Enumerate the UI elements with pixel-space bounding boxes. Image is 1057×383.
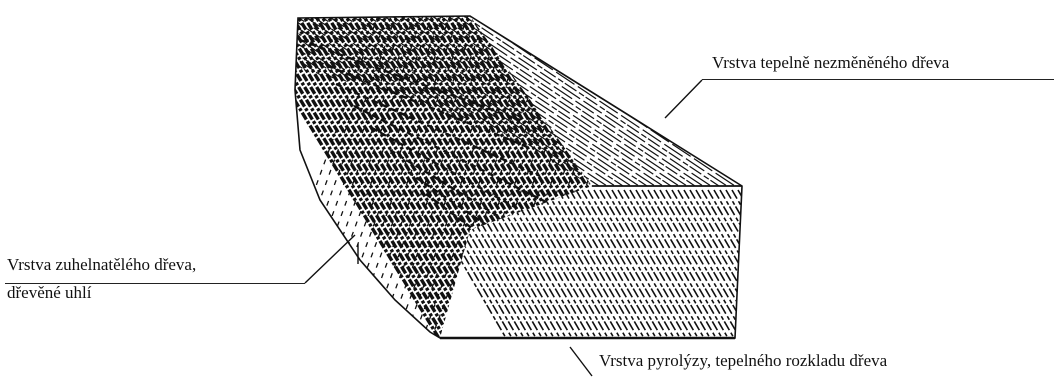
hatch-stroke — [570, 190, 660, 345]
hatch-stroke — [548, 10, 668, 340]
hatch-stroke — [702, 190, 792, 345]
hatch-stroke — [576, 0, 876, 200]
hatch-stroke — [624, 190, 714, 345]
hatch-stroke — [476, 10, 596, 340]
hatch-stroke — [552, 190, 642, 345]
hatch-stroke — [726, 190, 816, 345]
hatch-stroke — [608, 0, 908, 200]
hatch-stroke — [458, 10, 578, 340]
hatch-stroke — [642, 190, 732, 345]
hatch-stroke — [600, 0, 900, 200]
label-unchanged-wood-underline — [702, 79, 1054, 80]
hatch-stroke — [588, 190, 678, 345]
hatch-stroke — [636, 190, 726, 345]
hatch-stroke — [494, 10, 614, 340]
hatch-stroke — [354, 10, 554, 340]
hatch-stroke — [684, 190, 774, 345]
hatch-stroke — [516, 190, 606, 345]
hatch-stroke — [738, 190, 828, 345]
hatch-stroke — [648, 190, 738, 345]
hatch-stroke — [624, 0, 924, 200]
label-charred-wood-line2: dřevěné uhlí — [7, 284, 92, 301]
hatch-stroke — [768, 190, 858, 345]
hatch-stroke — [528, 190, 618, 345]
hatch-stroke — [592, 0, 892, 200]
hatch-stroke — [678, 190, 768, 345]
hatch-stroke — [276, 10, 476, 340]
hatch-stroke — [348, 10, 548, 340]
hatch-stroke — [792, 0, 1057, 200]
hatch-stroke — [534, 190, 624, 345]
hatch-stroke — [704, 0, 1004, 200]
hatch-stroke — [736, 0, 1036, 200]
hatch-stroke — [774, 190, 864, 345]
leader-line-unchanged-wood — [665, 80, 702, 118]
label-pyrolysis: Vrstva pyrolýzy, tepelného rozkladu dřev… — [599, 352, 887, 369]
hatch-stroke — [654, 190, 744, 345]
hatch-stroke — [784, 0, 1057, 200]
hatch-stroke — [666, 190, 756, 345]
hatch-stroke — [656, 0, 956, 200]
hatch-stroke — [324, 10, 524, 340]
hatch-stroke — [732, 190, 822, 345]
hatch-stroke — [594, 190, 684, 345]
hatch-stroke — [744, 0, 1044, 200]
hatch-stroke — [522, 190, 612, 345]
hatch-stroke — [618, 190, 708, 345]
hatch-stroke — [564, 190, 654, 345]
hatch-stroke — [712, 0, 1012, 200]
hatch-stroke — [600, 190, 690, 345]
hatch-stroke — [696, 0, 996, 200]
hatch-stroke — [756, 190, 846, 345]
hatch-stroke — [330, 10, 530, 340]
hatch-stroke — [708, 190, 798, 345]
leader-line-pyrolysis — [570, 347, 592, 376]
hatch-stroke — [584, 0, 884, 200]
hatch-stroke — [750, 190, 840, 345]
hatch-stroke — [510, 190, 600, 345]
hatch-stroke — [680, 0, 980, 200]
hatch-stroke — [744, 190, 834, 345]
hatch-stroke — [306, 10, 506, 340]
hatch-stroke — [688, 0, 988, 200]
hatch-stroke — [648, 0, 948, 200]
hatch-stroke — [558, 190, 648, 345]
hatch-stroke — [720, 190, 810, 345]
hatch-stroke — [768, 0, 1057, 200]
hatch-stroke — [568, 0, 868, 200]
hatch-stroke — [372, 10, 572, 340]
hatch-stroke — [540, 190, 630, 345]
hatch-stroke — [576, 190, 666, 345]
hatch-stroke — [260, 10, 380, 340]
hatch-stroke — [582, 190, 672, 345]
hatch-stroke — [632, 0, 932, 200]
label-unchanged-wood: Vrstva tepelně nezměněného dřeva — [712, 54, 949, 71]
hatch-stroke — [616, 0, 916, 200]
leader-line-charred-wood — [305, 235, 355, 283]
label-charred-wood-line1: Vrstva zuhelnatělého dřeva, — [7, 256, 196, 273]
hatch-stroke — [752, 0, 1052, 200]
hatch-stroke — [606, 190, 696, 345]
hatch-stroke — [664, 0, 964, 200]
hatch-stroke — [720, 0, 1020, 200]
hatch-stroke — [672, 190, 762, 345]
hatch-stroke — [258, 10, 458, 340]
hatch-stroke — [760, 0, 1057, 200]
hatch-stroke — [546, 190, 636, 345]
hatch-stroke — [630, 190, 720, 345]
hatch-stroke — [612, 190, 702, 345]
hatch-stroke — [640, 0, 940, 200]
hatch-stroke — [776, 0, 1057, 200]
hatch-stroke — [762, 190, 852, 345]
hatch-stroke — [566, 10, 686, 340]
hatch-stroke — [714, 190, 804, 345]
hatch-stroke — [728, 0, 1028, 200]
hatch-stroke — [504, 190, 594, 345]
